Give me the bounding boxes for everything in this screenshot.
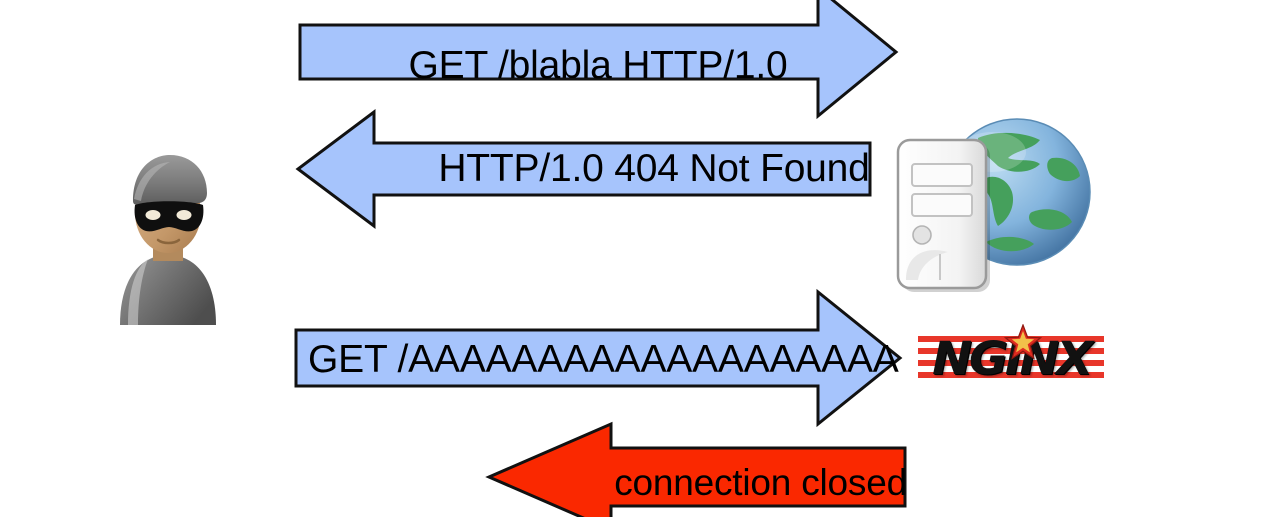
nginx-logo: NGINX: [918, 322, 1104, 394]
message-arrow-request-2: GET /AAAAAAAAAAAAAAAAAAA: [294, 288, 903, 428]
message-arrow-response-404: HTTP/1.0 404 Not Found: [295, 109, 872, 229]
message-arrow-request-1: GET /blabla HTTP/1.0: [298, 0, 899, 120]
hacker-avatar-icon: [108, 143, 228, 325]
message-arrow-connection-closed: connection closed: [485, 421, 907, 517]
nginx-star-icon: [1004, 324, 1042, 360]
server-globe-icon: [882, 104, 1102, 304]
